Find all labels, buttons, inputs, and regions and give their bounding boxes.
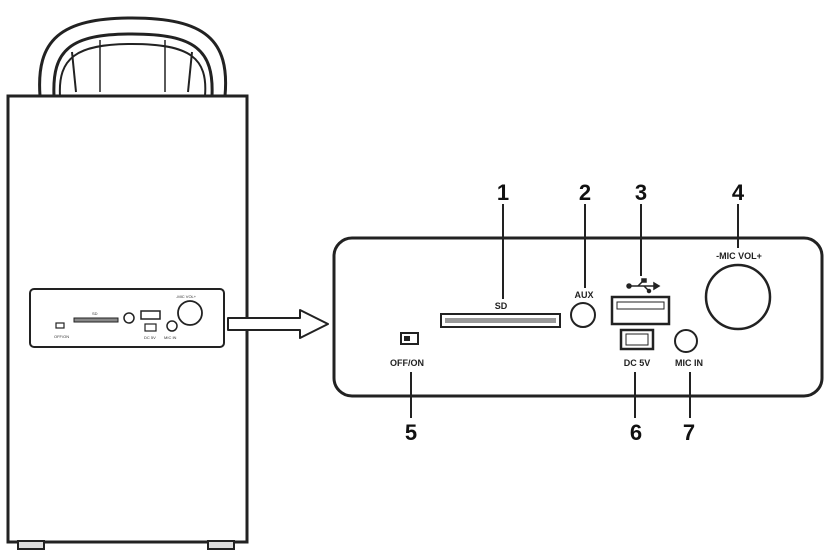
callout-4: 4 xyxy=(732,180,745,205)
mic-vol-knob xyxy=(704,263,772,331)
mic-in-jack xyxy=(674,329,698,353)
label-aux: AUX xyxy=(574,290,593,300)
usb-port xyxy=(610,295,671,326)
usb-icon xyxy=(626,278,661,294)
foot-right xyxy=(207,540,235,550)
mini-off-on-switch xyxy=(55,322,65,329)
label-mic-in: MIC IN xyxy=(675,358,703,368)
mini-mic-in-jack xyxy=(166,320,178,332)
right-arrow-icon xyxy=(227,309,329,339)
mini-label-dc: DC 5V xyxy=(144,335,156,340)
mini-label-mic-in: MIC IN xyxy=(164,335,177,340)
callout-numbers: 1 2 3 4 5 6 7 xyxy=(405,180,745,445)
mini-aux-jack xyxy=(123,312,135,324)
mini-dc-port xyxy=(144,323,157,332)
mini-label-mic-vol: -MIC VOL+ xyxy=(176,294,197,299)
speaker-unit: OFF/ON SD DC 5V MIC IN -MIC VOL+ xyxy=(6,16,249,550)
callout-7: 7 xyxy=(683,420,695,445)
mini-sd-slot xyxy=(73,317,119,323)
callout-5: 5 xyxy=(405,420,417,445)
handle-inner xyxy=(58,42,207,97)
callout-lines xyxy=(410,204,739,418)
mini-mic-vol-knob xyxy=(177,300,203,326)
mini-label-off-on: OFF/ON xyxy=(54,334,69,339)
label-mic-vol: -MIC VOL+ xyxy=(716,251,762,261)
callout-2: 2 xyxy=(579,180,591,205)
label-sd: SD xyxy=(495,301,508,311)
handle-outer xyxy=(38,16,228,98)
callout-3: 3 xyxy=(635,180,647,205)
callout-6: 6 xyxy=(630,420,642,445)
aux-jack xyxy=(570,302,596,328)
mini-label-sd: SD xyxy=(92,311,98,316)
enlarged-panel: SD AUX DC 5V MIC IN -MIC VOL+ OFF/ON xyxy=(332,236,824,398)
label-off-on: OFF/ON xyxy=(390,358,424,368)
label-dc-5v: DC 5V xyxy=(624,358,651,368)
callout-1: 1 xyxy=(497,180,509,205)
foot-left xyxy=(17,540,45,550)
mini-usb-port xyxy=(140,310,161,320)
